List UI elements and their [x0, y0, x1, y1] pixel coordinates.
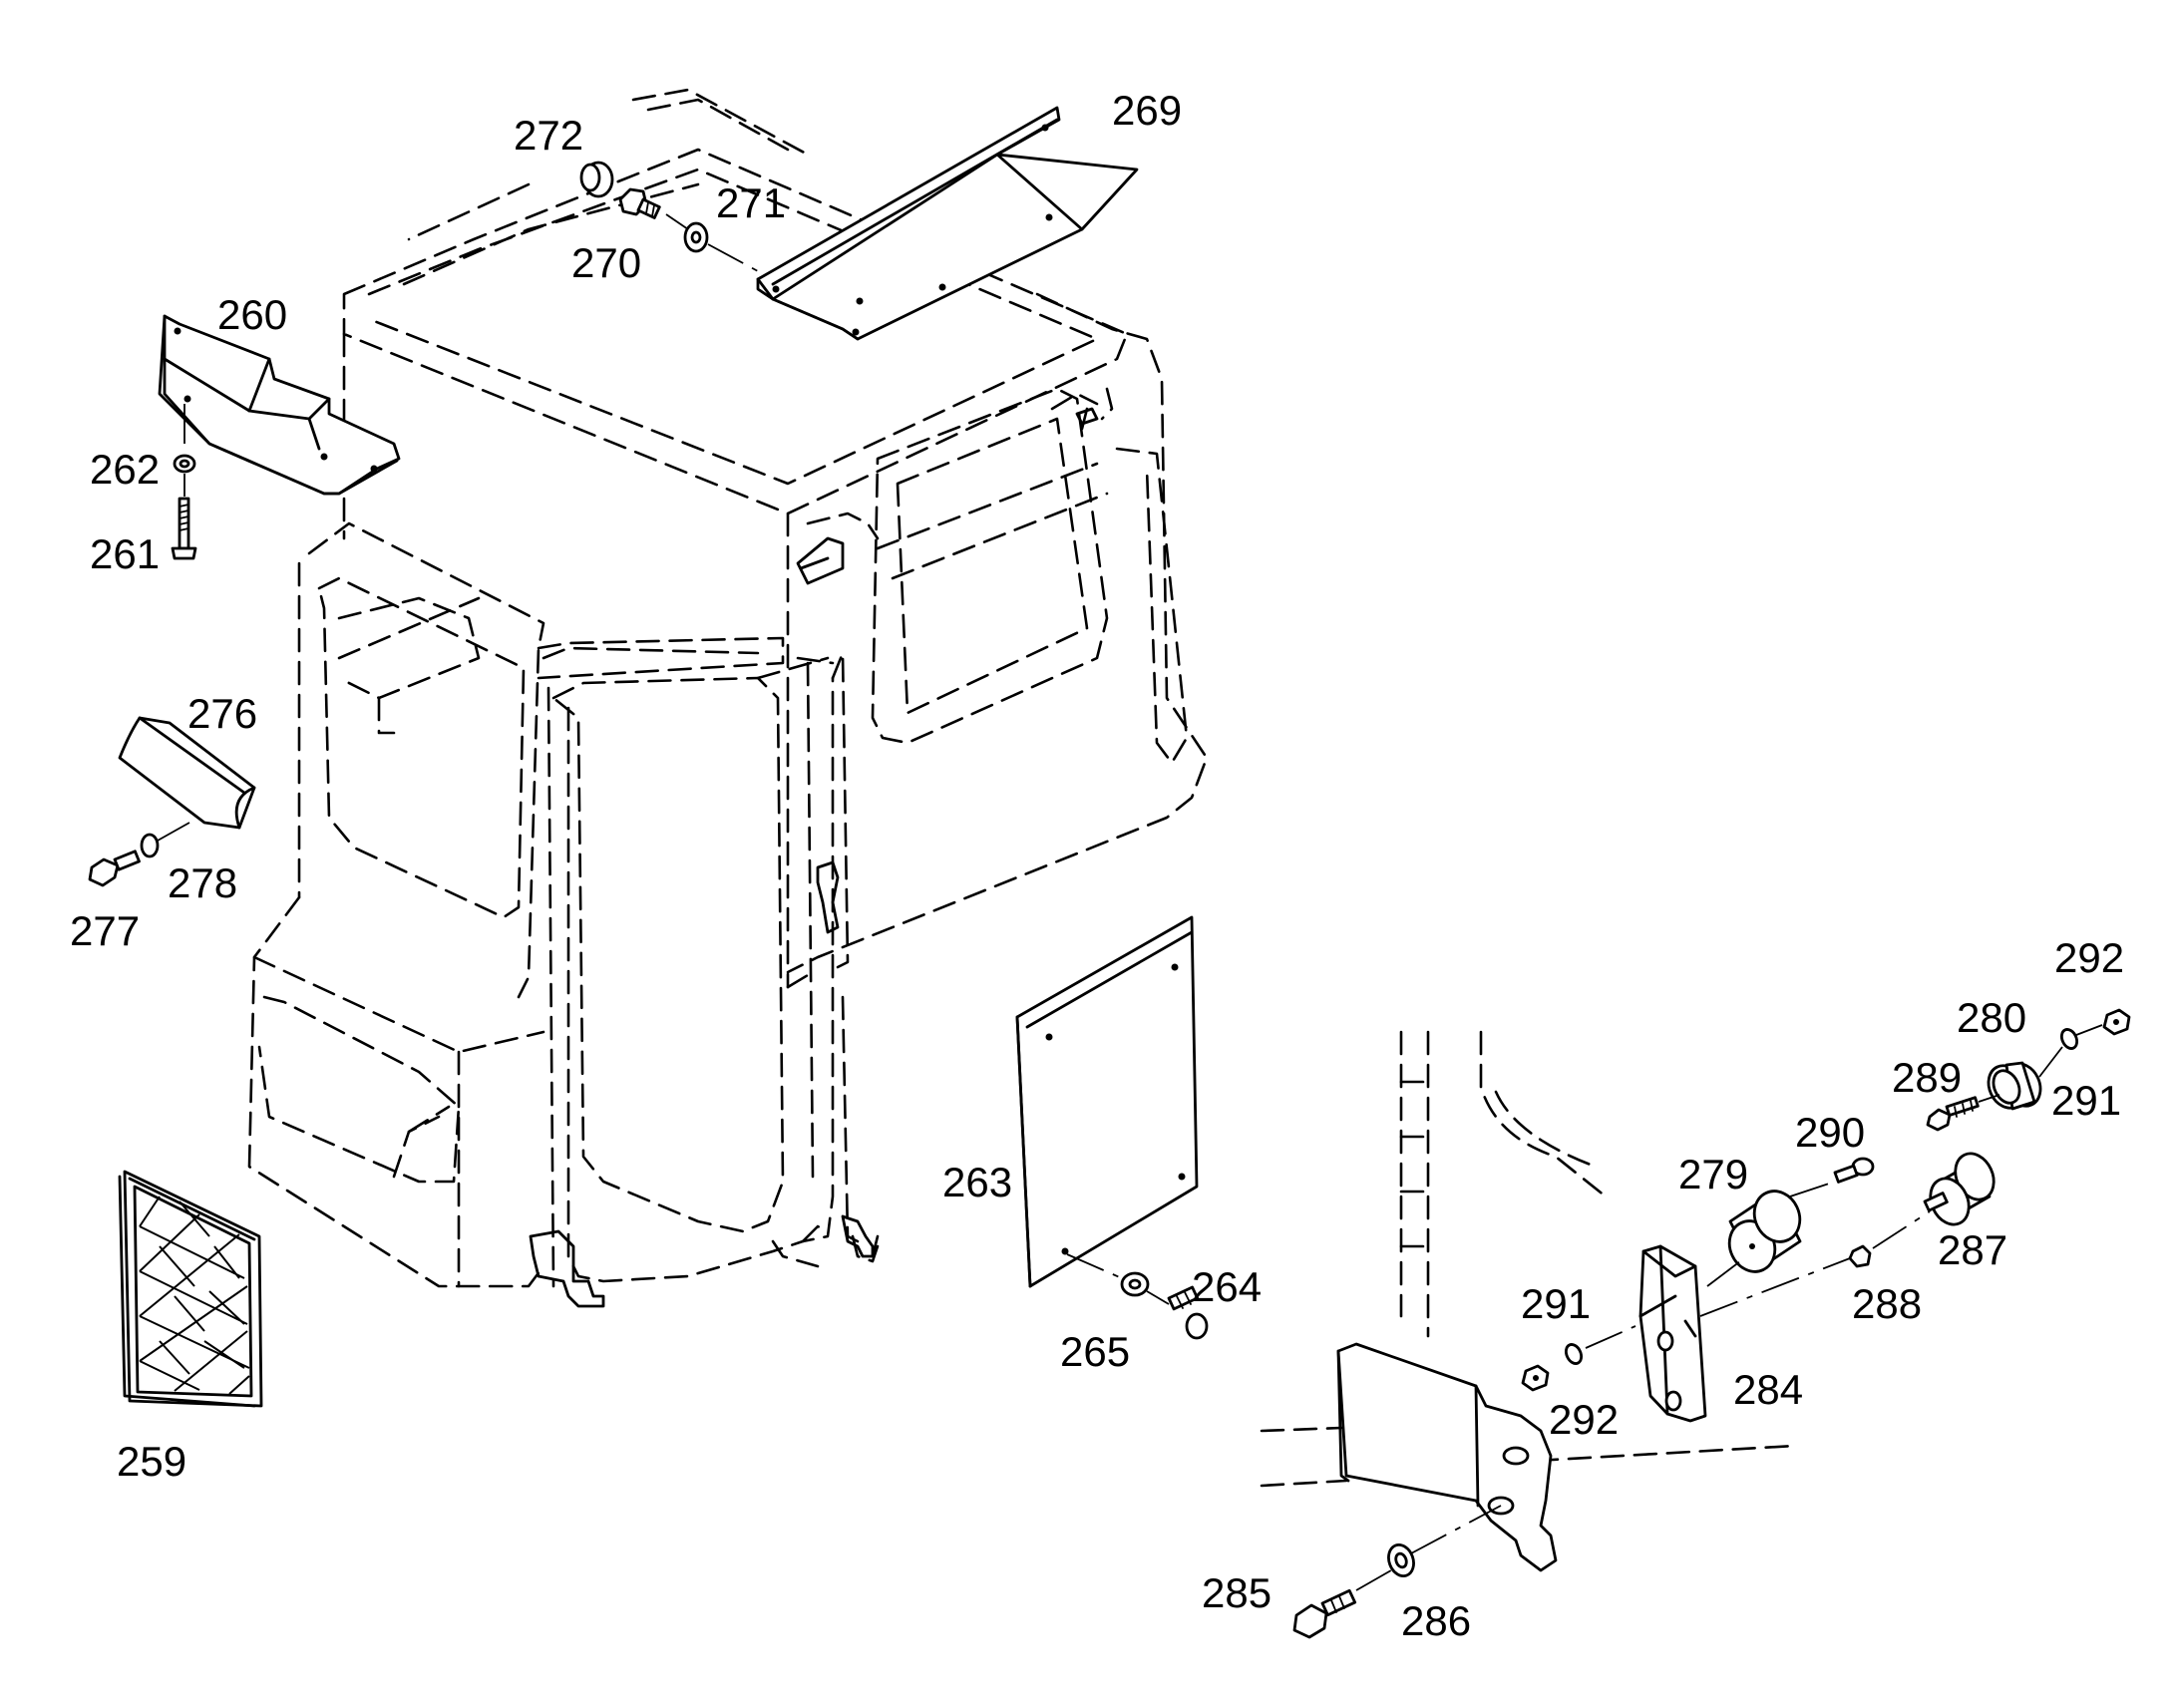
part-271-washer: [683, 221, 709, 253]
part-269-roof-rail: [756, 106, 1139, 341]
axis-line: [1146, 1290, 1170, 1305]
part-292-nut-lower: [1521, 1364, 1550, 1392]
part-262-washer: [173, 454, 196, 474]
part-260-side-rail: [158, 314, 401, 496]
part-264-screw: [1167, 1285, 1209, 1340]
part-label: 288: [1852, 1280, 1922, 1327]
part-label: 280: [1957, 994, 2026, 1041]
right-frame-reference: [1260, 1030, 1797, 1488]
part-label: 262: [90, 446, 160, 493]
assembly-axis-lines: [1355, 1024, 2103, 1591]
axis-line: [157, 822, 190, 842]
part-label: 291: [2051, 1077, 2121, 1124]
part-270-bolt: [618, 187, 661, 219]
part-label: 291: [1521, 1280, 1591, 1327]
part-287-isolator-stud: [1923, 1152, 1996, 1226]
part-272-isolator: [579, 161, 614, 198]
part-label: 269: [1112, 87, 1182, 134]
part-292-nut-top: [2102, 1008, 2131, 1036]
part-label: 292: [1549, 1396, 1619, 1443]
part-label: 279: [1678, 1151, 1748, 1197]
part-290-screw: [1833, 1157, 1875, 1184]
part-289-bolt: [1926, 1096, 1980, 1132]
part-278-washer: [140, 833, 160, 858]
part-label: 290: [1795, 1109, 1865, 1156]
part-263-cover-plate: [1015, 915, 1199, 1288]
part-276-grab-handle: [118, 716, 256, 830]
part-288-nut: [1848, 1244, 1872, 1268]
part-bracket-mount: [1336, 1342, 1558, 1572]
axis-line: [1066, 1253, 1123, 1279]
part-labels: 272 269 271 270 260 262 261 276 278 277 …: [70, 87, 2124, 1644]
part-label: 264: [1192, 1263, 1262, 1310]
part-279-isolator: [1727, 1190, 1802, 1273]
part-label: 265: [1060, 1328, 1130, 1375]
part-label: 292: [2054, 934, 2124, 981]
part-285-bolt: [1292, 1588, 1357, 1639]
part-265-washer: [1120, 1271, 1150, 1297]
part-label: 261: [90, 530, 160, 577]
part-label: 271: [716, 179, 786, 226]
part-label: 260: [217, 291, 287, 338]
cab-outline: [247, 88, 1209, 1288]
part-259-filter-grille: [118, 1170, 263, 1408]
part-label: 270: [571, 239, 641, 286]
part-277-bolt: [88, 850, 141, 887]
part-label: 263: [942, 1159, 1012, 1205]
axis-line: [665, 213, 689, 230]
cab-solid-details: [529, 407, 1099, 1308]
part-label: 286: [1401, 1597, 1471, 1644]
part-label: 287: [1938, 1226, 2007, 1273]
part-label: 272: [514, 112, 583, 159]
part-284-mount-bracket: [1638, 1244, 1707, 1423]
part-286-washer: [1387, 1543, 1415, 1577]
part-label: 278: [168, 859, 237, 906]
part-label: 276: [187, 690, 257, 737]
part-label: 289: [1892, 1054, 1962, 1101]
part-280-isolator: [1987, 1061, 2042, 1111]
part-261-bolt: [171, 497, 197, 560]
part-label: 259: [117, 1438, 186, 1485]
part-label: 284: [1733, 1366, 1803, 1413]
part-291-washer-top: [2059, 1028, 2079, 1050]
part-291-washer-lower: [1564, 1343, 1584, 1365]
part-label: 285: [1202, 1569, 1272, 1616]
axis-line: [707, 243, 759, 272]
part-label: 277: [70, 907, 140, 954]
